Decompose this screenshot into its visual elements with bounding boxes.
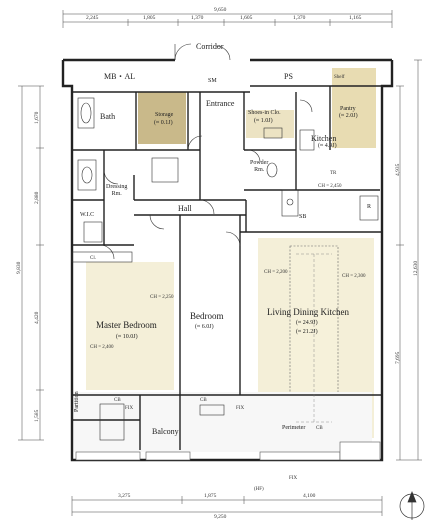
sb-label: SB	[299, 214, 307, 220]
bedroom-area: (≈ 6.0J)	[195, 324, 214, 330]
dim-bottom-1: 3,275	[118, 493, 131, 499]
dim-top-5: 1,370	[293, 15, 306, 21]
shaded-areas	[72, 68, 376, 452]
perimeter-label: Perimeter	[282, 425, 306, 431]
windows	[75, 441, 381, 461]
balcony-label: Balcony	[152, 427, 179, 436]
dim-left-total: 9,830	[16, 261, 22, 274]
master-bedroom-area: (≈ 10.0J)	[116, 334, 138, 340]
ceiling-height-tag-5: CH = 2,450	[318, 184, 342, 189]
north-compass	[399, 491, 425, 520]
partition-label: Partition	[74, 391, 80, 412]
kitchen-label: Kitchen	[311, 134, 337, 143]
dim-bottom-3: 4,100	[303, 493, 316, 499]
ceiling-height-tag-4: CH = 2,300	[342, 274, 366, 279]
powder-label: Powder Rm.	[250, 160, 269, 173]
hall-label: Hall	[178, 204, 192, 213]
shoes-in-label: Shoes-in Clo.	[248, 110, 281, 116]
wic-label: W.I.C	[80, 212, 95, 218]
fixtures	[71, 97, 379, 441]
ceiling-height-tag-1: CH = 2,250	[150, 295, 174, 300]
right-dimension-lines	[396, 59, 422, 461]
hf-tag: (HF)	[254, 487, 264, 492]
fix-tag-1: FIX	[125, 406, 134, 411]
pantry-area: (≈ 2.0J)	[339, 113, 358, 119]
dim-right-1: 4,935	[395, 163, 401, 176]
ceiling-height-tag-2: CH = 2,400	[90, 345, 114, 350]
bath-label: Bath	[100, 112, 116, 121]
dim-right-2: 7,695	[395, 351, 401, 364]
closet-tag: Cl.	[90, 256, 96, 261]
dim-left-4: 1,585	[34, 409, 40, 422]
kitchen-area: (≈ 4.9J)	[318, 143, 337, 149]
shoes-in-area: (≈ 1.0J)	[254, 118, 273, 124]
dim-top-4: 1,605	[240, 15, 253, 21]
bottom-dimension-lines	[71, 496, 383, 516]
dim-left-2: 2,880	[34, 191, 40, 204]
dim-total-bottom: 9,250	[214, 514, 227, 520]
dim-right-total: 12,630	[413, 260, 419, 276]
dim-bottom-2: 1,875	[204, 493, 217, 499]
shelf-tag: Shelf	[334, 75, 345, 80]
dim-top-3: 1,370	[191, 15, 204, 21]
dim-left-3: 4,420	[34, 311, 40, 324]
pantry-label: Pantry	[340, 106, 356, 112]
dim-top-6: 1,165	[349, 15, 362, 21]
ceiling-height-tag-3: CH = 2,200	[264, 270, 288, 275]
tr-tag: TR	[330, 171, 337, 176]
ldk-area-1: (≈ 24.9J)	[296, 320, 318, 326]
ps-label: PS	[284, 72, 293, 81]
top-dimension-lines	[62, 10, 393, 28]
ldk-label: Living Dining Kitchen	[267, 307, 349, 317]
dim-total-top: 9,650	[214, 7, 227, 13]
ldk-area-2: (≈ 21.2J)	[296, 329, 318, 335]
storage-area: (≈ 0.1J)	[154, 120, 173, 126]
cb-tag-3: CB	[316, 426, 323, 431]
doors	[99, 43, 313, 260]
bedroom-label: Bedroom	[190, 311, 224, 321]
fix-tag-3: FIX	[289, 476, 298, 481]
cb-tag-1: CB	[114, 398, 121, 403]
master-bedroom-label: Master Bedroom	[96, 320, 157, 330]
dim-top-2: 1,805	[143, 15, 156, 21]
dressing-label: Dressing Rm.	[106, 184, 128, 197]
interior-walls	[72, 85, 382, 450]
mb-al-label: MB・AL	[104, 72, 136, 81]
entrance-label: Entrance	[206, 99, 235, 108]
left-dimension-lines	[18, 85, 44, 441]
cb-tag-2: CB	[200, 398, 207, 403]
storage-label: Storage	[155, 112, 174, 118]
corridor-label: Corridor	[196, 42, 224, 51]
exterior-walls	[61, 58, 394, 462]
r-label: R	[367, 204, 372, 210]
sm-label: SM	[208, 78, 217, 84]
dim-left-1: 1,670	[34, 111, 40, 124]
ceiling-lines	[296, 253, 332, 423]
fix-tag-2: FIX	[236, 406, 245, 411]
dim-top-1: 2,245	[86, 15, 99, 21]
